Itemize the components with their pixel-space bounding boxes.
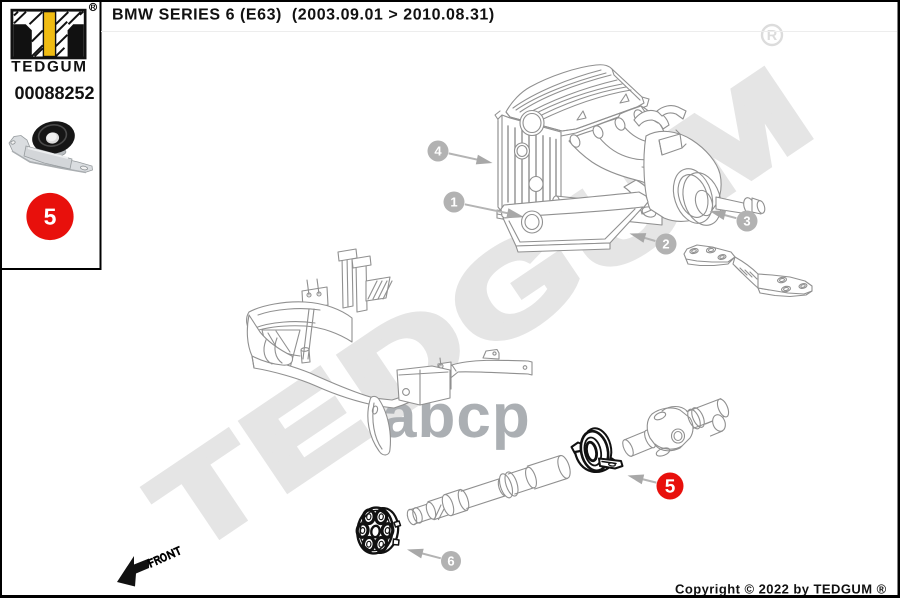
svg-text:R: R: [90, 5, 95, 12]
svg-text:4: 4: [434, 144, 442, 159]
svg-text:R: R: [767, 28, 778, 44]
svg-text:BMW SERIES 6 (E63) (2003.09.0: BMW SERIES 6 (E63) (2003.09.01 > 2010.08…: [112, 7, 495, 24]
svg-text:Copyright © 2022 by TEDGUM ®: Copyright © 2022 by TEDGUM ®: [675, 582, 887, 597]
svg-text:TEDGUM: TEDGUM: [11, 59, 87, 76]
svg-text:3: 3: [743, 214, 750, 229]
svg-text:5: 5: [44, 204, 57, 230]
svg-text:2: 2: [662, 237, 669, 252]
svg-text:5: 5: [665, 477, 676, 498]
svg-text:1: 1: [450, 195, 457, 210]
svg-text:00088252: 00088252: [14, 83, 94, 103]
svg-text:6: 6: [447, 554, 454, 569]
